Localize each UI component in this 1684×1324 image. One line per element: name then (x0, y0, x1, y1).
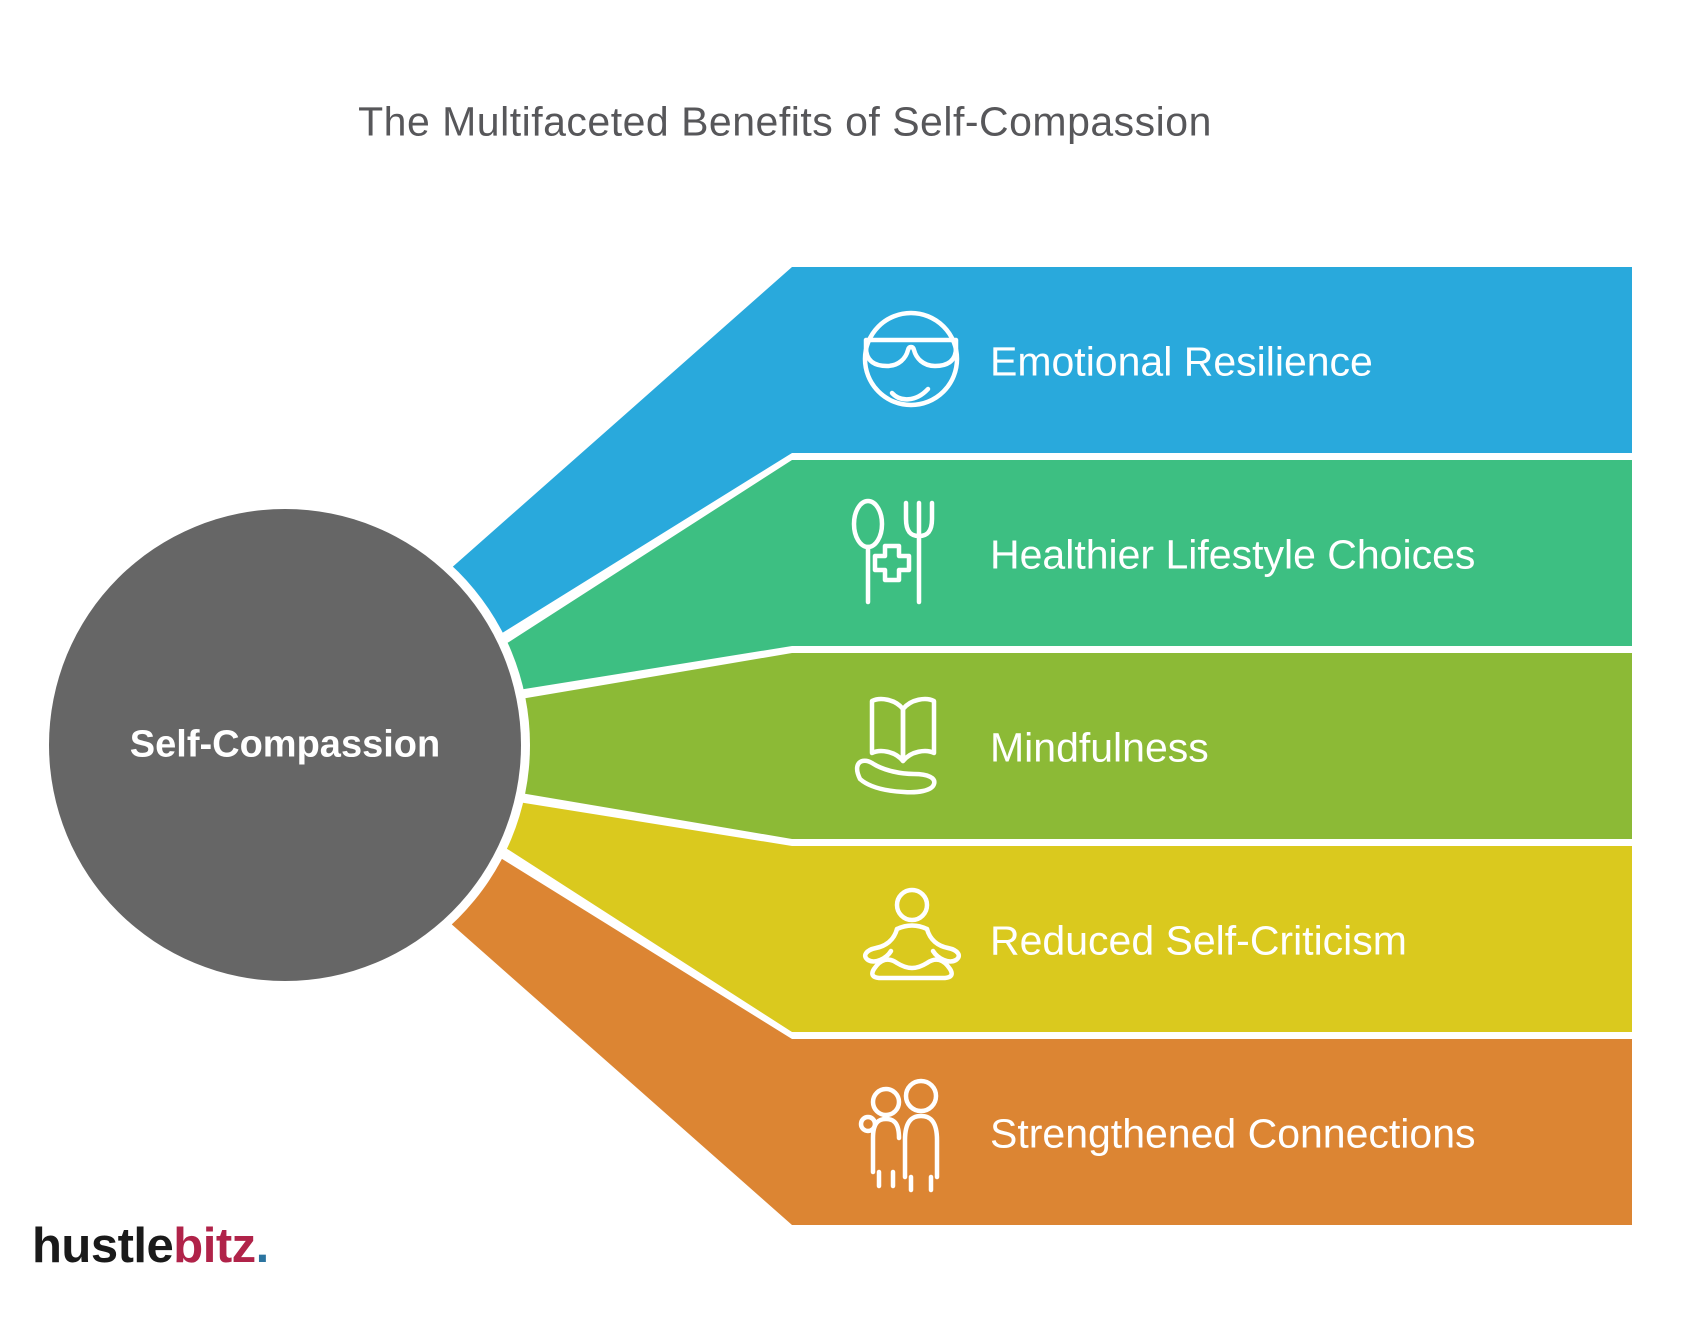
band-label-emotional-resilience: Emotional Resilience (990, 338, 1373, 385)
brand-logo-part1: hustle (32, 1219, 174, 1273)
ribbon-healthier-lifestyle (450, 460, 1632, 701)
brand-logo-dot: . (255, 1219, 270, 1273)
band-label-mindfulness: Mindfulness (990, 724, 1209, 771)
ribbon-reduced-self-criticism (450, 791, 1632, 1032)
brand-logo-part2: bitz (173, 1219, 256, 1273)
nutrition-icon (851, 498, 935, 605)
band-label-reduced-self-criticism: Reduced Self-Criticism (990, 917, 1407, 964)
ribbon-emotional-resilience (440, 267, 1632, 653)
ribbon-strengthened-connections (440, 839, 1632, 1225)
brand-logo: hustlebitz. (32, 1218, 269, 1274)
sunglasses-face-icon (862, 310, 960, 408)
page-title: The Multifaceted Benefits of Self-Compas… (358, 98, 1212, 145)
center-circle (49, 509, 521, 981)
meditation-icon (863, 887, 961, 981)
band-label-strengthened-connections: Strengthened Connections (990, 1110, 1476, 1157)
ribbon-mindfulness (450, 653, 1632, 839)
band-label-healthier-lifestyle: Healthier Lifestyle Choices (990, 531, 1476, 578)
center-circle-label: Self-Compassion (129, 723, 441, 766)
open-book-hand-icon (854, 696, 937, 795)
people-icon (858, 1078, 940, 1193)
